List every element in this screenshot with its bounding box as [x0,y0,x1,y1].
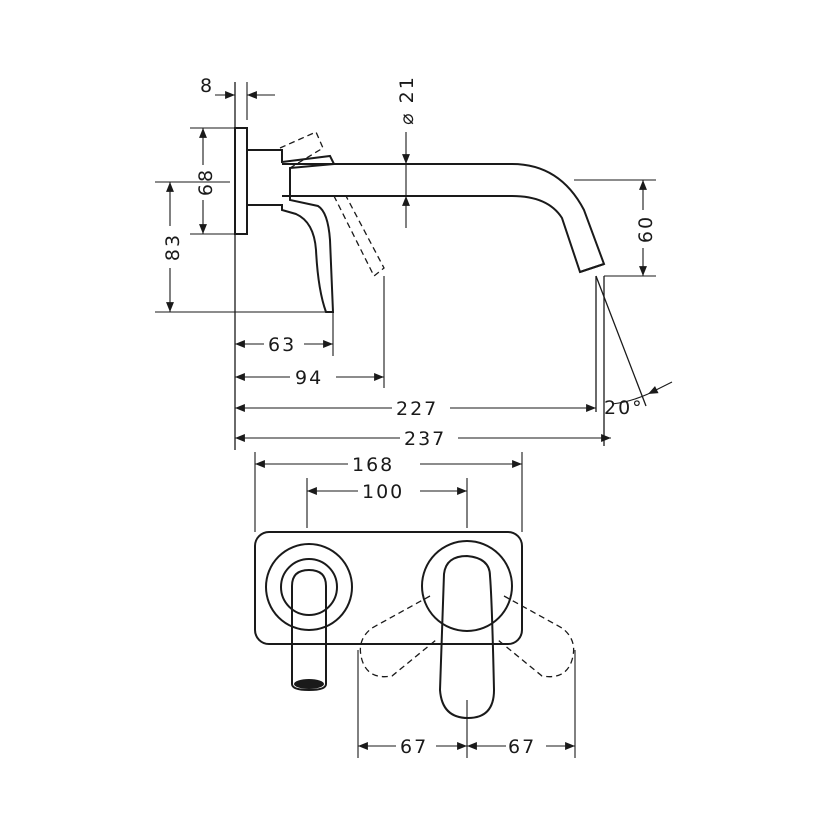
dim-spray-angle: 20° [604,397,644,419]
dim-plate-thickness: 8 [200,75,214,97]
spout-rosette-outer [265,543,353,631]
dim-spout-reach-inner: 227 [396,398,438,420]
spout-outlet [579,263,605,273]
dim-centers-distance: 100 [362,481,404,503]
handle-lever [438,554,496,720]
dim-handle-swing-depth: 94 [295,367,323,389]
spout [282,163,606,274]
wall-plate [234,127,248,235]
handle-swing-dashed [279,131,324,169]
front-view: 168 100 67 67 [254,452,576,758]
spout-aerator [294,679,324,689]
handle-rosette [421,540,513,632]
dim-plate-width: 168 [352,454,394,476]
handle-swing-dashed-lower [332,195,385,278]
handle-side [247,149,336,313]
spout-front [291,568,327,692]
spout-rosette-inner [280,558,338,616]
back-plate [254,531,523,645]
dim-spout-reach-total: 237 [404,428,446,450]
dim-handle-depth: 63 [268,334,296,356]
dim-total-height: 83 [162,233,184,261]
dim-handle-swing-right: 67 [508,736,536,758]
dim-pipe-diameter: ⌀ 21 [396,75,418,125]
handle-swing-right-dashed [497,595,575,678]
dim-handle-swing-left: 67 [400,736,428,758]
dim-outlet-height: 60 [635,215,657,243]
handle-swing-left-dashed [359,595,437,678]
side-view: 8 68 83 ⌀ 21 60 20° 63 [155,75,673,450]
